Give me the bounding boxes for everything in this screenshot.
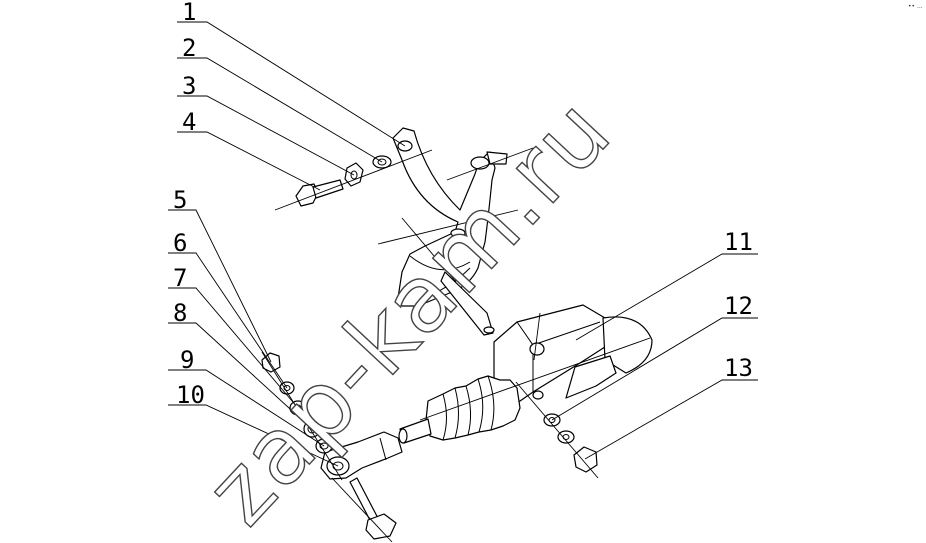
callout-6: 6 — [173, 229, 187, 257]
corner-mark: •• ... — [908, 3, 923, 10]
clevis-pin — [349, 477, 397, 540]
callout-4: 4 — [182, 108, 196, 136]
fork-lever — [392, 127, 508, 307]
callout-8: 8 — [173, 299, 187, 327]
callout-13: 13 — [724, 354, 753, 382]
push-rod — [440, 271, 495, 336]
callout-2: 2 — [182, 34, 196, 62]
washer-12b — [557, 430, 575, 444]
callout-5: 5 — [173, 186, 187, 214]
leader-lines — [168, 21, 758, 467]
callout-11: 11 — [724, 228, 753, 256]
callout-12: 12 — [724, 292, 753, 320]
callout-1: 1 — [182, 0, 196, 26]
center-lines — [261, 147, 651, 543]
callout-3: 3 — [182, 72, 196, 100]
rubber-boot — [425, 375, 521, 441]
nut-13 — [573, 446, 598, 473]
cylinder-rod — [398, 418, 432, 444]
cylinder-body — [493, 304, 653, 409]
callout-9: 9 — [180, 346, 194, 374]
callout-labels: 1 2 3 4 5 6 7 8 9 10 11 12 13 — [173, 0, 753, 409]
callout-7: 7 — [173, 264, 187, 292]
callout-10: 10 — [176, 381, 205, 409]
